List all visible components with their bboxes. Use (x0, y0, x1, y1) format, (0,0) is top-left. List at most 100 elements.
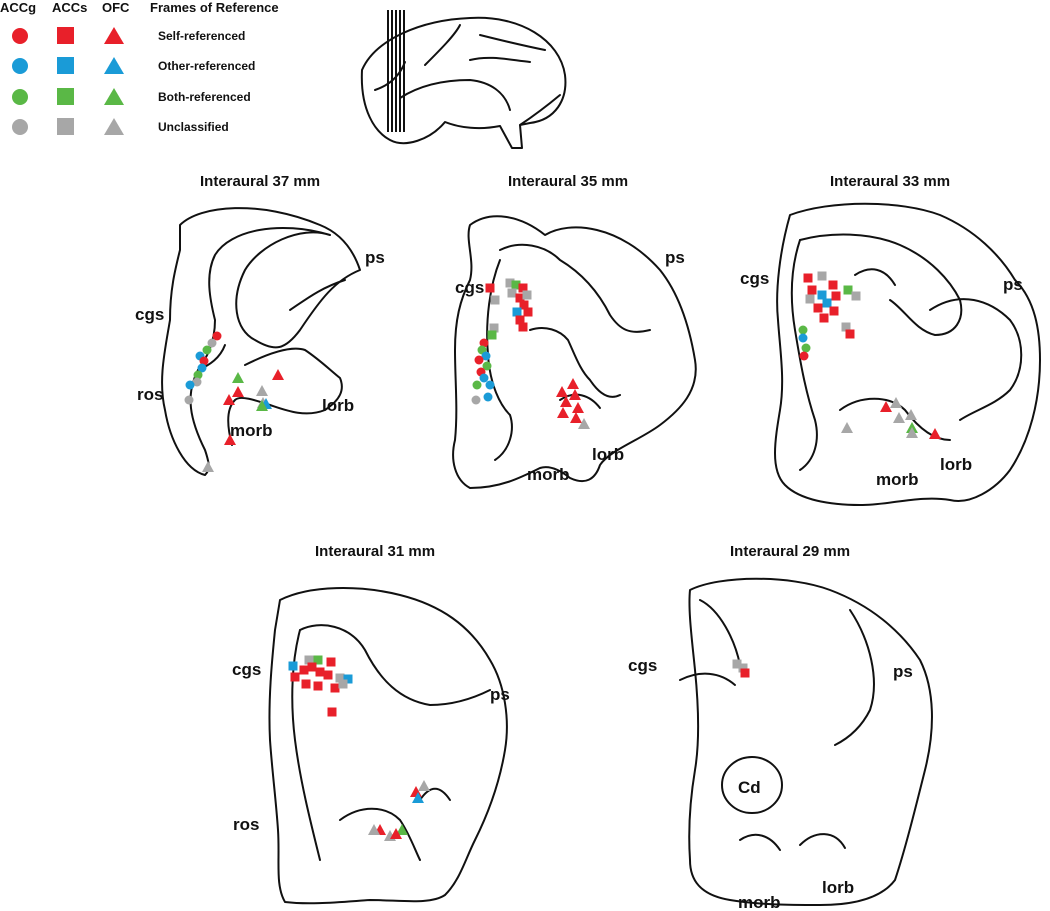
label-cgs-33: cgs (740, 269, 769, 288)
marker-square-unclassified (805, 294, 815, 304)
marker-square-other (817, 290, 827, 300)
legend-square-both (57, 88, 74, 105)
label-ros-37: ros (137, 385, 163, 404)
marker-triangle-unclassified (202, 461, 214, 472)
label-ps-31: ps (490, 685, 510, 704)
legend-col-ofc: OFC (102, 0, 130, 15)
marker-triangle-self (223, 394, 235, 405)
marker-square-self (515, 293, 525, 303)
marker-square-self (519, 300, 529, 310)
label-ps-35: ps (665, 248, 685, 267)
legend-circle-both (12, 89, 28, 105)
marker-square-other (822, 298, 832, 308)
section-29: ps cgs Cd morb lorb (628, 577, 933, 911)
marker-square-self (515, 315, 525, 325)
marker-square-self (807, 285, 817, 295)
legend-circle-self (12, 28, 28, 44)
legend: ACCg ACCs OFC Frames of Reference Self-r… (0, 0, 279, 135)
marker-triangle-both (232, 372, 244, 383)
label-ps-37: ps (365, 248, 385, 267)
marker-circle-self (212, 331, 222, 341)
panel-title-29: Interaural 29 mm (730, 543, 850, 560)
marker-square-self (829, 306, 839, 316)
label-cd-29: Cd (738, 778, 761, 797)
marker-square-unclassified (304, 655, 314, 665)
marker-square-self (845, 329, 855, 339)
marker-square-other (288, 661, 298, 671)
section-31: ps cgs ros (232, 587, 510, 905)
marker-square-self (290, 672, 300, 682)
marker-square-unclassified (338, 679, 348, 689)
label-morb-35: morb (527, 465, 570, 484)
marker-square-self (313, 681, 323, 691)
section-35: ps cgs lorb morb (452, 215, 697, 489)
marker-square-unclassified (335, 673, 345, 683)
marker-triangle-unclassified (256, 385, 268, 396)
marker-triangle-other (412, 792, 424, 803)
label-cgs-37: cgs (135, 305, 164, 324)
marker-circle-other (185, 380, 195, 390)
marker-square-self (740, 668, 750, 678)
marker-triangle-self (569, 389, 581, 400)
marker-triangle-self (572, 402, 584, 413)
marker-triangle-self (567, 378, 579, 389)
legend-circle-other (12, 58, 28, 74)
marker-square-unclassified (507, 288, 517, 298)
marker-triangle-self (929, 428, 941, 439)
legend-col-accs: ACCs (52, 0, 87, 15)
label-morb-29: morb (738, 893, 781, 911)
marker-circle-both (798, 325, 808, 335)
marker-triangle-self (272, 369, 284, 380)
marker-circle-self (799, 351, 809, 361)
marker-circle-both (193, 370, 203, 380)
legend-triangle-both (104, 88, 124, 105)
label-lorb-37: lorb (322, 396, 354, 415)
label-ps-33: ps (1003, 275, 1023, 294)
legend-circle-unclassified (12, 119, 28, 135)
marker-triangle-self (556, 386, 568, 397)
legend-label-both: Both-referenced (158, 90, 251, 104)
marker-triangle-both (256, 400, 268, 411)
marker-square-self (813, 303, 823, 313)
legend-triangle-self (104, 27, 124, 44)
marker-square-both (511, 280, 521, 290)
marker-square-other (512, 307, 522, 317)
marker-square-self (330, 683, 340, 693)
marker-circle-unclassified (207, 338, 217, 348)
marker-square-self (301, 679, 311, 689)
marker-triangle-unclassified (905, 409, 917, 420)
label-ros-31: ros (233, 815, 259, 834)
legend-triangle-unclassified (104, 118, 124, 135)
marker-square-both (487, 330, 497, 340)
label-lorb-35: lorb (592, 445, 624, 464)
marker-square-self (803, 273, 813, 283)
marker-square-unclassified (841, 322, 851, 332)
marker-circle-other (479, 373, 489, 383)
marker-square-self (323, 670, 333, 680)
marker-circle-both (472, 380, 482, 390)
panel-title-35: Interaural 35 mm (508, 173, 628, 190)
marker-square-unclassified (522, 290, 532, 300)
label-ps-29: ps (893, 662, 913, 681)
marker-square-self (485, 283, 495, 293)
marker-square-unclassified (505, 278, 515, 288)
marker-circle-self (479, 338, 489, 348)
marker-square-unclassified (489, 323, 499, 333)
marker-circle-both (482, 361, 492, 371)
label-lorb-29: lorb (822, 878, 854, 897)
legend-label-unclassified: Unclassified (158, 120, 229, 134)
legend-col-frames: Frames of Reference (150, 0, 279, 15)
marker-circle-unclassified (192, 377, 202, 387)
marker-square-both (843, 285, 853, 295)
marker-square-self (327, 707, 337, 717)
marker-triangle-self (390, 828, 402, 839)
label-morb-33: morb (876, 470, 919, 489)
marker-square-self (828, 280, 838, 290)
marker-square-self (299, 665, 309, 675)
marker-square-self (315, 667, 325, 677)
marker-triangle-unclassified (418, 780, 430, 791)
marker-circle-self (199, 356, 209, 366)
marker-square-other (343, 674, 353, 684)
marker-triangle-self (557, 407, 569, 418)
marker-square-unclassified (738, 663, 748, 673)
